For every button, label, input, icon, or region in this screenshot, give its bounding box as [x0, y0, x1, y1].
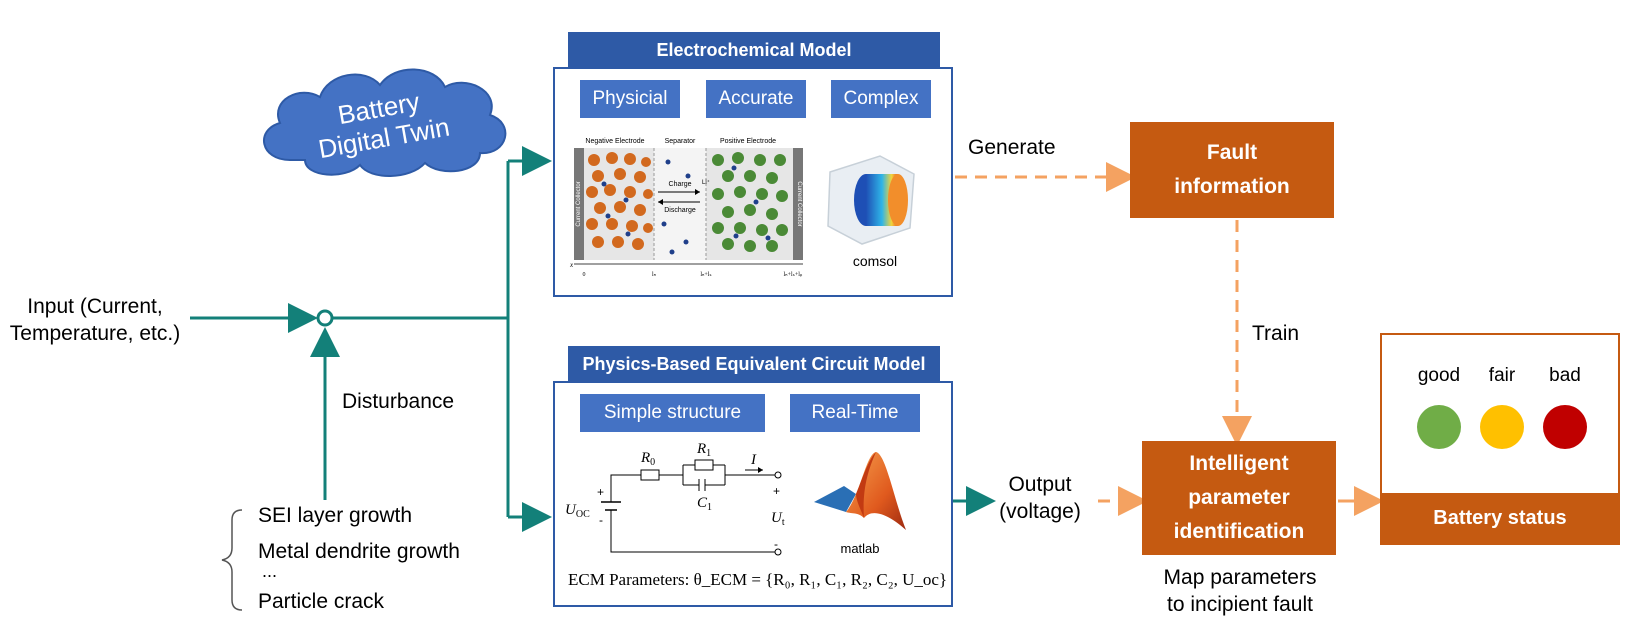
matlab-label: matlab: [840, 541, 880, 556]
charge-label: Charge: [669, 181, 692, 188]
status-light-bad: [1543, 405, 1587, 449]
tick-1: lₙ: [652, 272, 657, 278]
intelligent-line1: Intelligent: [1189, 452, 1289, 475]
ut-label: Ut: [771, 510, 785, 528]
train-label: Train: [1252, 322, 1300, 345]
tag-simple-structure: Simple structure: [580, 394, 765, 432]
ut-minus: -: [774, 537, 778, 551]
status-label-good: good: [1417, 365, 1461, 386]
electrochemical-title: Electrochemical Model: [568, 32, 940, 68]
collector-left-label: Current Collector: [576, 181, 582, 226]
status-light-fair: [1480, 405, 1524, 449]
disturbance-label: Disturbance: [342, 390, 455, 413]
disturbance-item: Particle crack: [258, 590, 385, 613]
input-line2: Temperature, etc.): [9, 322, 181, 346]
electrode-diagram: Negative Electrode Separator Positive El…: [569, 138, 803, 278]
items-bracket: [221, 509, 243, 611]
input-line1: Input (Current,: [27, 295, 163, 318]
uoc-plus: +: [597, 485, 604, 499]
separator-label: Separator: [665, 138, 696, 145]
tick-2: lₙ+lₛ: [700, 272, 711, 278]
map-line1: Map parameters: [1163, 566, 1317, 589]
intelligent-line3: identification: [1173, 520, 1305, 543]
r1-label: R1: [696, 441, 711, 459]
r0-label: R0: [640, 450, 655, 468]
map-parameters-label: Map parameters to incipient fault: [1142, 564, 1338, 619]
generate-label: Generate: [968, 136, 1056, 159]
li-ion-label: Li⁺: [702, 179, 710, 186]
negative-particles: [586, 152, 653, 250]
lithium-ions: [601, 159, 771, 255]
c1-label: C1: [697, 495, 712, 513]
tick-0: 0: [583, 272, 586, 278]
neg-electrode-label: Negative Electrode: [585, 138, 644, 145]
ecm-title: Physics-Based Equivalent Circuit Model: [568, 346, 940, 382]
battery-status-title: Battery status: [1382, 493, 1618, 543]
tag-accurate: Accurate: [706, 80, 806, 118]
disturbance-item: ...: [262, 561, 278, 581]
disturbance-item: SEI layer growth: [258, 504, 413, 527]
x-axis-label: x: [569, 261, 574, 269]
discharge-label: Discharge: [664, 207, 696, 214]
summing-junction: [316, 309, 334, 327]
tag-complex: Complex: [831, 80, 931, 118]
ut-plus: +: [773, 484, 780, 498]
ecm-parameters: ECM Parameters: θ_ECM = {R₀, R₁, C₁, R₂,…: [568, 570, 948, 589]
status-label-fair: fair: [1488, 365, 1516, 386]
map-line2: to incipient fault: [1167, 593, 1313, 617]
fault-line1: Fault: [1206, 141, 1258, 164]
uoc-minus: -: [599, 513, 603, 527]
output-label: Output (voltage): [985, 471, 1095, 526]
battery-status-panel: good fair bad Battery status: [1380, 333, 1620, 545]
disturbance-item: Metal dendrite growth: [258, 540, 460, 563]
comsol-logo: [827, 155, 915, 245]
intelligent-line2: parameter: [1188, 486, 1290, 509]
ecm-circuit: R0 R1 C1 I UOC + - + Ut -: [565, 441, 785, 556]
comsol-label: comsol: [852, 253, 898, 269]
tag-real-time: Real-Time: [790, 394, 920, 432]
uoc-label: UOC: [565, 502, 590, 520]
output-line1: Output: [1008, 473, 1072, 496]
tag-physical: Physicial: [580, 80, 680, 118]
output-line2: (voltage): [999, 500, 1081, 524]
intelligent-identification-box: Intelligent parameter identification: [1142, 441, 1336, 555]
current-label: I: [750, 452, 757, 468]
matlab-logo: [814, 452, 906, 530]
collector-right-label: Current Collector: [796, 181, 802, 226]
positive-particles: [712, 152, 788, 252]
tick-3: lₙ+lₛ+lₚ: [784, 272, 803, 278]
battery-digital-twin-cloud: Battery Digital Twin: [263, 68, 507, 177]
status-light-good: [1417, 405, 1461, 449]
fault-line2: information: [1174, 175, 1290, 198]
fault-information-box: Fault information: [1130, 122, 1334, 218]
pos-electrode-label: Positive Electrode: [720, 138, 776, 145]
input-label: Input (Current, Temperature, etc.): [0, 293, 190, 348]
status-label-bad: bad: [1549, 365, 1581, 386]
